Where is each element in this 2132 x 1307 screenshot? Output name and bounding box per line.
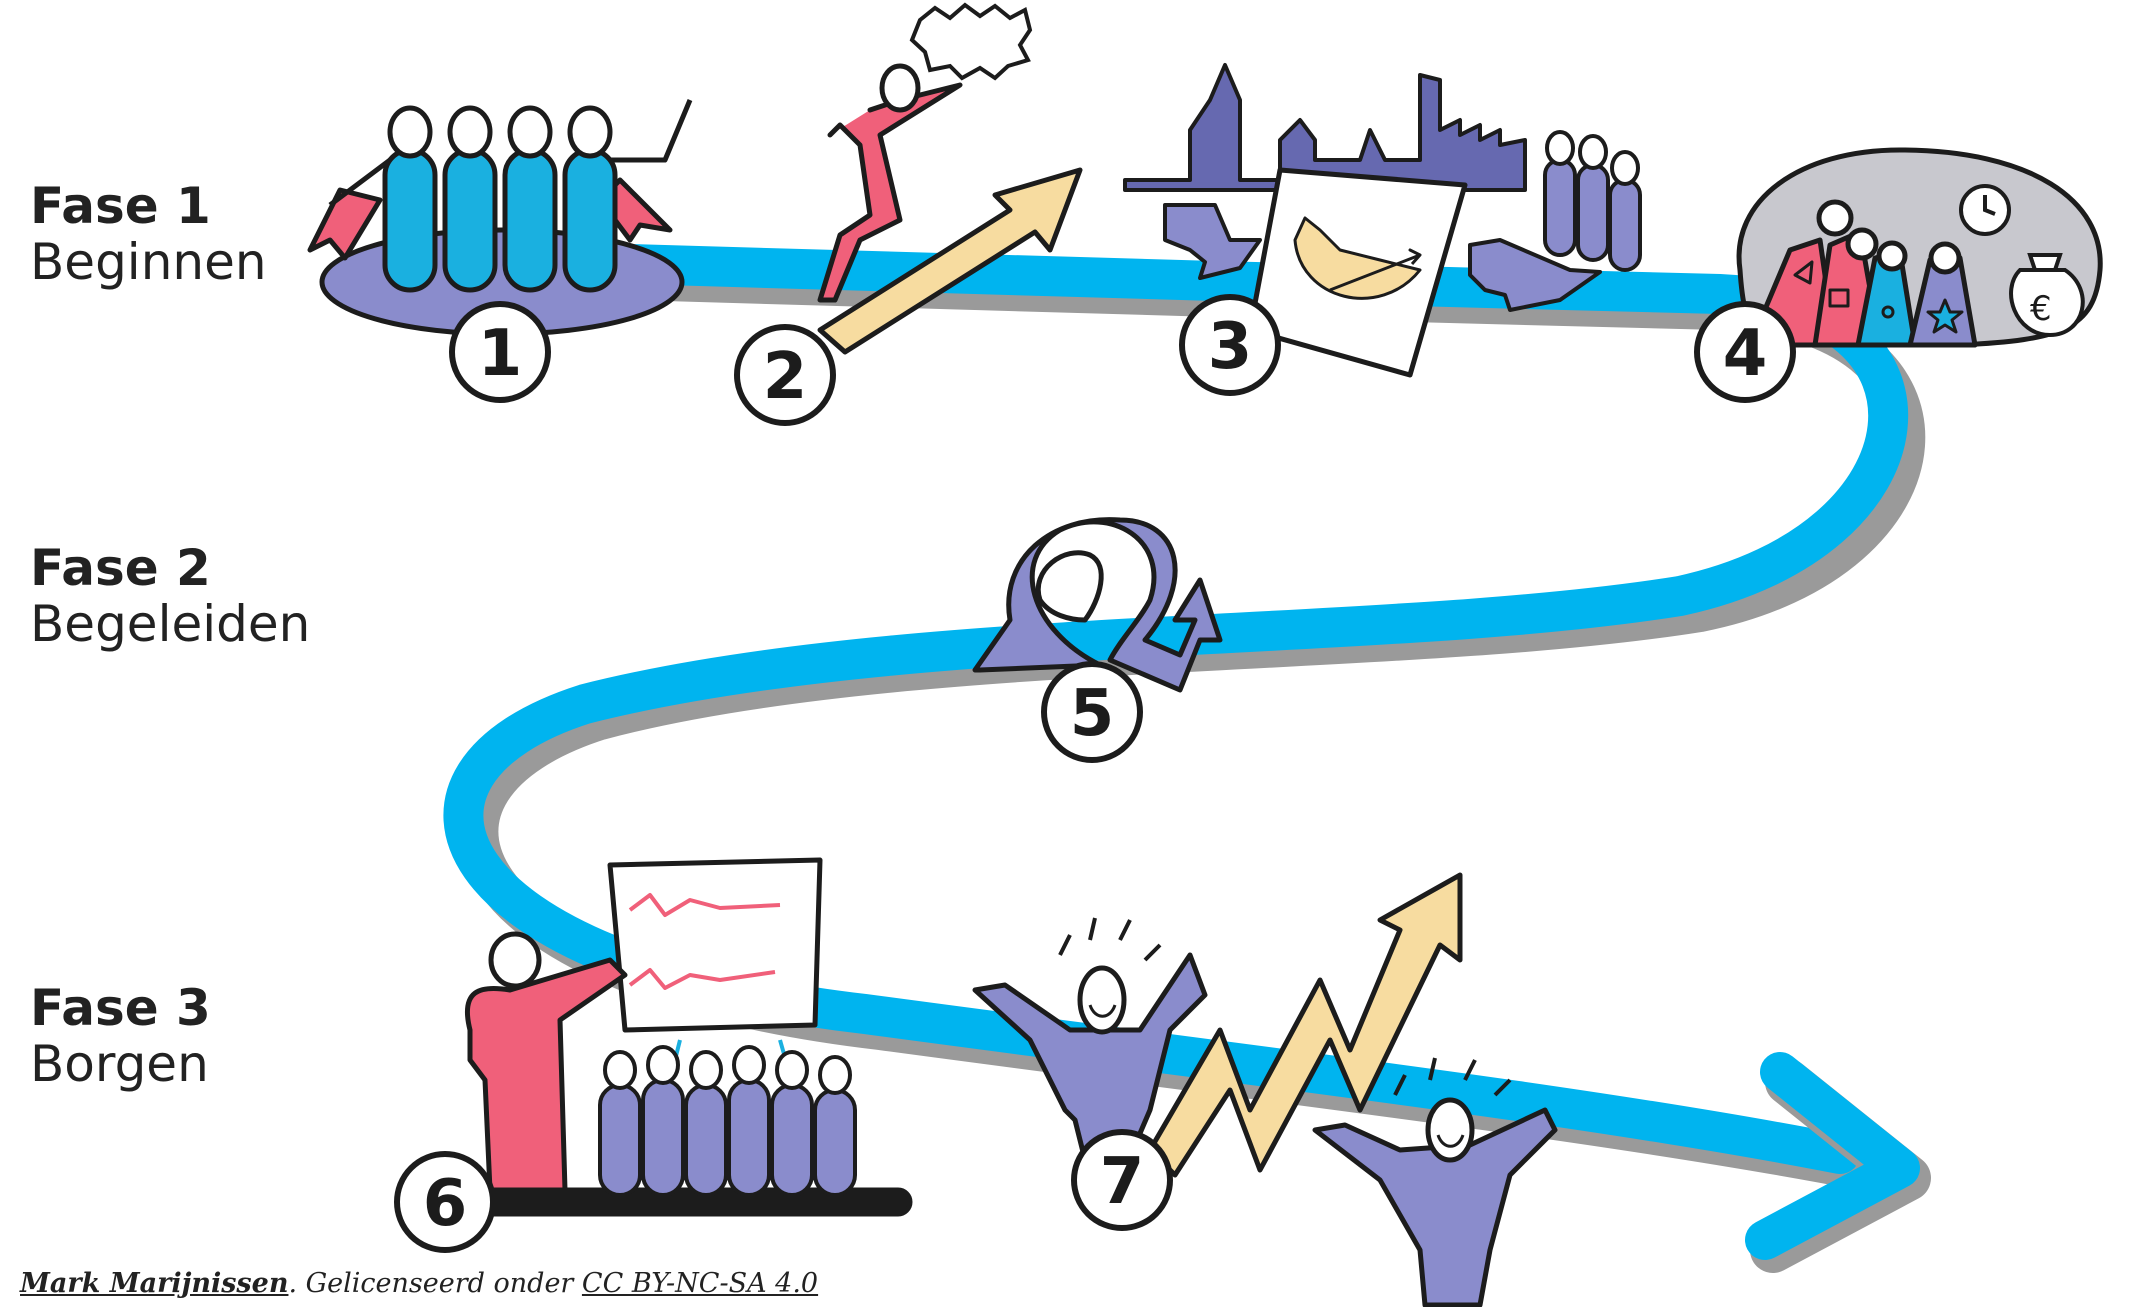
step-badge-5: 5	[1041, 661, 1143, 763]
credit-text: . Gelicenseerd onder	[288, 1268, 582, 1299]
path-arrowhead	[1745, 1052, 1920, 1260]
phase-name: Fase 1	[30, 177, 211, 235]
phase-description: Begeleiden	[30, 595, 311, 653]
step-badge-3: 3	[1179, 294, 1281, 396]
phase-1-label: Fase 1 Beginnen	[30, 178, 267, 290]
euro-bag-icon: €	[2009, 253, 2085, 338]
step-badge-6: 6	[394, 1151, 496, 1253]
arrow-up-icon	[817, 167, 1083, 355]
path-shadow	[458, 258, 1926, 1190]
phase-name: Fase 3	[30, 979, 211, 1037]
svg-text:€: €	[2030, 289, 2052, 329]
phase-name: Fase 2	[30, 539, 211, 597]
step-number: 4	[1723, 317, 1768, 391]
credit-line: Mark Marijnissen. Gelicenseerd onder CC …	[20, 1268, 818, 1299]
group-cape-icon	[307, 99, 693, 337]
city-skyline-icon	[1123, 63, 1602, 312]
phase-description: Borgen	[30, 1035, 209, 1093]
step-number: 2	[763, 340, 808, 414]
step-badge-7: 7	[1071, 1129, 1173, 1231]
climbing-person-icon	[817, 63, 963, 303]
cheering-people-icon	[972, 917, 1558, 1307]
audience-icon	[598, 1045, 857, 1197]
phase-description: Beginnen	[30, 233, 267, 291]
license-link[interactable]: CC BY-NC-SA 4.0	[581, 1268, 819, 1299]
speech-bubble-icon	[909, 2, 1033, 81]
document-plan-icon	[1247, 167, 1468, 378]
step-badge-1: 1	[449, 301, 551, 403]
author-link[interactable]: Mark Marijnissen	[20, 1268, 289, 1299]
step-number: 1	[478, 317, 523, 391]
step-number: 6	[423, 1167, 468, 1241]
phase-3-label: Fase 3 Borgen	[30, 980, 211, 1092]
zigzag-growth-arrow-icon	[1147, 872, 1463, 1178]
step-number: 5	[1070, 677, 1115, 751]
phase-2-label: Fase 2 Begeleiden	[30, 540, 310, 652]
stakeholders-icon	[1543, 130, 1642, 272]
clock-icon	[1959, 184, 2011, 236]
step-badge-2: 2	[734, 324, 836, 426]
loop-arrow-icon	[972, 517, 1223, 693]
step-number: 7	[1100, 1145, 1145, 1219]
step-number: 3	[1208, 310, 1253, 384]
step-badge-4: 4	[1694, 301, 1796, 403]
